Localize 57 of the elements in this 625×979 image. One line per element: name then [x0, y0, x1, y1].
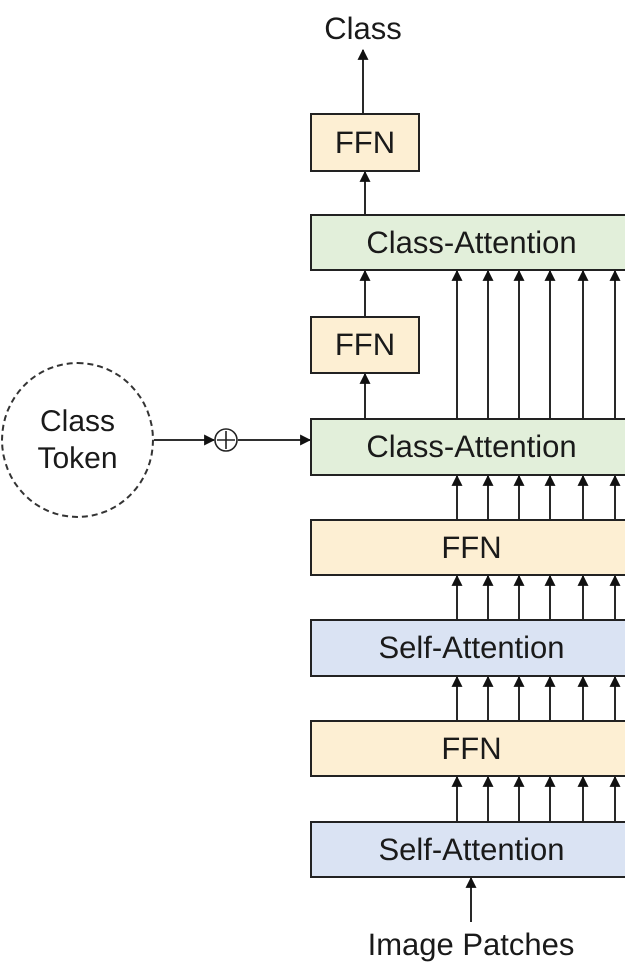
io-label: Image Patches — [330, 922, 612, 968]
arrow — [578, 574, 588, 619]
arrow — [544, 776, 556, 821]
arrow — [452, 776, 462, 821]
arrow — [482, 474, 494, 519]
arrow — [238, 434, 312, 446]
arrow — [610, 574, 620, 619]
arrow — [514, 474, 524, 519]
token-label: Class Token — [36, 404, 119, 477]
arrow — [514, 676, 524, 720]
arrow — [482, 270, 494, 418]
arrow — [578, 474, 588, 519]
arrow — [544, 574, 556, 619]
arrow — [514, 776, 524, 821]
layer-box — [310, 113, 420, 172]
arrow — [452, 474, 462, 519]
arrow — [514, 574, 524, 619]
layer-label: Class-Attention — [365, 429, 577, 465]
io-label: Class — [313, 8, 413, 50]
layer-box — [310, 418, 625, 476]
arrow — [358, 48, 368, 113]
arrow — [544, 676, 556, 720]
arrow — [578, 270, 588, 418]
layer-box — [310, 821, 625, 878]
arrow — [482, 676, 494, 720]
arrow — [610, 474, 620, 519]
arrow — [578, 676, 588, 720]
arrow — [482, 776, 494, 821]
layer-box — [310, 720, 625, 777]
layer-box — [310, 519, 625, 576]
arrow — [466, 876, 476, 922]
arrow — [360, 372, 370, 418]
arrow — [610, 270, 620, 418]
arrow — [544, 474, 556, 519]
arrow — [578, 776, 588, 821]
arrow — [360, 270, 370, 316]
layer-label: FFN — [440, 530, 502, 566]
arrow — [482, 574, 494, 619]
layer-box — [310, 214, 625, 271]
arrow — [544, 270, 556, 418]
arrow — [452, 676, 462, 720]
arrow — [610, 676, 620, 720]
addition-circle — [214, 428, 238, 452]
layer-label: FFN — [334, 327, 396, 363]
layer-label: FFN — [440, 730, 502, 766]
arrow — [452, 574, 462, 619]
layer-label: Class-Attention — [365, 224, 577, 260]
layer-box — [310, 619, 625, 677]
layer-box — [310, 316, 420, 374]
arrow — [154, 434, 216, 446]
arrow — [452, 270, 462, 418]
layer-label: FFN — [334, 124, 396, 160]
layer-label: Self-Attention — [377, 630, 565, 666]
layer-label: Self-Attention — [377, 832, 565, 868]
arrow — [360, 170, 370, 214]
arrow — [610, 776, 620, 821]
arrow — [514, 270, 524, 418]
